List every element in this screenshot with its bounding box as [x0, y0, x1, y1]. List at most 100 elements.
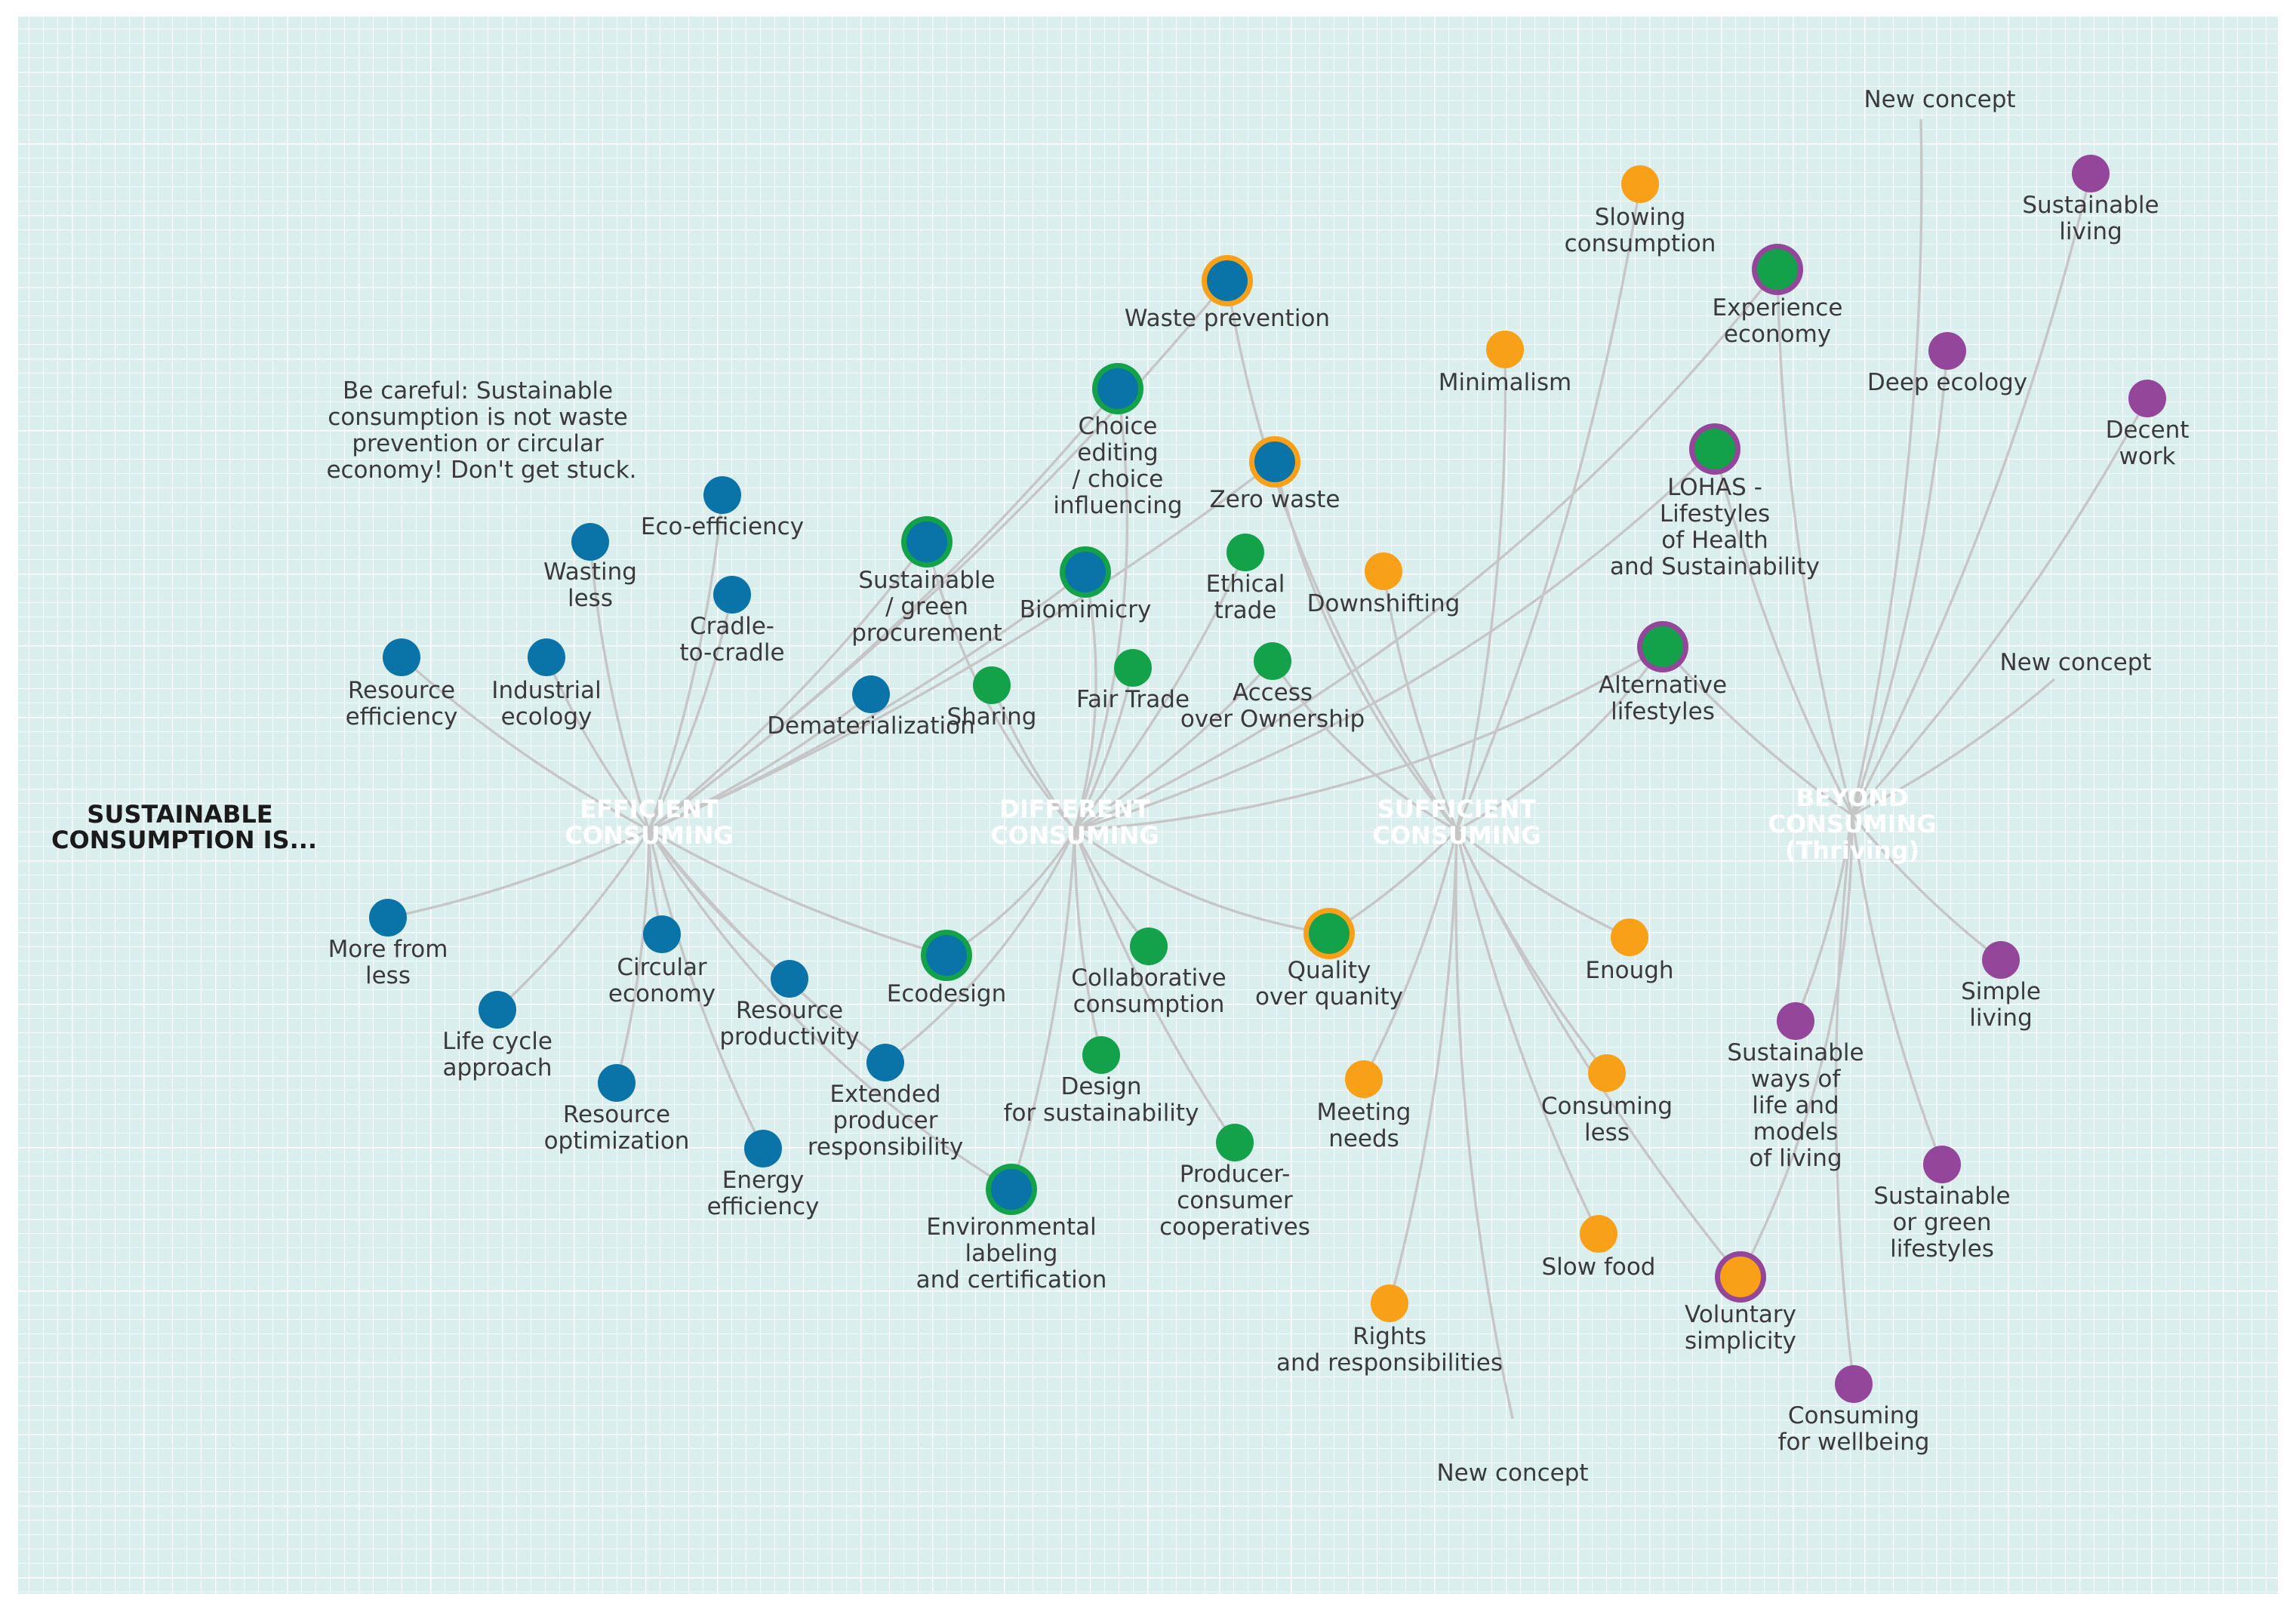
link-resource-optimization-efficient	[615, 829, 651, 1084]
link-more-from-less-efficient	[387, 829, 650, 919]
label-line: Sustainable	[1727, 1039, 1864, 1066]
node-more-from-less	[369, 899, 407, 937]
label-line: New concept	[1999, 649, 2151, 676]
label-line: economy	[1724, 321, 1831, 348]
axis-prefix-line: SUSTAINABLE	[87, 800, 272, 829]
hub-label-line: CONSUMING	[1768, 810, 1936, 838]
label-line: Sustainable	[858, 567, 995, 594]
label-line: trade	[1214, 597, 1277, 624]
label-line: to-cradle	[679, 639, 784, 666]
label-line: Experience	[1713, 294, 1843, 321]
link-wasting-less-efficient	[589, 541, 651, 831]
link-quality-over-quantity-different	[1074, 829, 1330, 935]
label-line: producer	[833, 1107, 938, 1134]
node-extended-producer	[866, 1044, 904, 1081]
link-lohas-beyond	[1713, 448, 1854, 816]
link-alternative-lifestyles-different	[1074, 645, 1664, 832]
link-alternative-lifestyles-beyond	[1661, 645, 1853, 817]
label-slow-food: Slow food	[1542, 1253, 1656, 1281]
node-enough	[1611, 918, 1648, 956]
label-line: Voluntary	[1685, 1301, 1796, 1328]
node-zero-waste	[1254, 441, 1295, 482]
label-line: Resource	[563, 1101, 670, 1128]
link-downshifting-sufficient	[1382, 571, 1458, 831]
node-consuming-for-wellbeing	[1835, 1365, 1873, 1403]
node-decent-work	[2128, 380, 2166, 417]
label-line: for sustainability	[1004, 1100, 1199, 1127]
link-biomimicry-different	[1073, 571, 1097, 831]
label-line: Enough	[1585, 957, 1673, 984]
label-line: life and	[1752, 1092, 1839, 1119]
link-sustainable-procurement-efficient	[648, 540, 928, 832]
label-line: or green	[1892, 1209, 1991, 1236]
label-line: of living	[1749, 1145, 1842, 1172]
node-fair-trade	[1114, 649, 1152, 687]
node-circular-economy	[643, 915, 681, 953]
label-line: Alternative	[1599, 672, 1727, 699]
label-line: Slow food	[1542, 1253, 1656, 1281]
link-experience-economy-beyond	[1776, 269, 1854, 816]
label-line: efficiency	[707, 1193, 820, 1220]
node-quality-over-quantity	[1309, 913, 1350, 954]
node-cradle-to-cradle	[713, 576, 751, 614]
label-line: More from	[328, 936, 448, 963]
node-minimalism	[1486, 331, 1524, 368]
label-line: Lifestyles	[1660, 500, 1770, 528]
label-line: work	[2119, 443, 2175, 470]
label-new-concept-right: New concept	[1999, 649, 2151, 676]
link-sustainable-living-beyond	[1851, 173, 2092, 816]
node-biomimicry	[1065, 552, 1106, 592]
label-line: Industrial	[491, 677, 601, 704]
label-line: New concept	[1436, 1460, 1588, 1487]
label-line: Cradle-	[690, 613, 774, 640]
link-sharing-different	[990, 684, 1076, 832]
node-industrial-ecology	[528, 638, 565, 676]
node-voluntary-simplicity	[1720, 1257, 1761, 1297]
label-line: approach	[442, 1054, 552, 1081]
node-sustainable-green-lifestyles	[1923, 1146, 1961, 1183]
label-line: procurement	[851, 620, 1002, 647]
link-producer-consumer-different	[1073, 829, 1236, 1143]
node-resource-efficiency	[383, 638, 420, 676]
node-producer-consumer	[1216, 1124, 1254, 1161]
label-line: Consuming	[1541, 1093, 1673, 1120]
label-line: ecology	[501, 703, 592, 731]
label-line: influencing	[1053, 492, 1182, 519]
label-line: Waste prevention	[1125, 305, 1330, 332]
node-design-for-sustainability	[1082, 1036, 1120, 1074]
node-life-cycle	[479, 991, 516, 1029]
node-sustainable-living	[2072, 155, 2110, 192]
label-line: Minimalism	[1439, 369, 1571, 396]
label-dematerialization: Dematerialization	[767, 712, 975, 740]
node-ethical-trade	[1226, 534, 1264, 571]
node-dematerialization	[852, 675, 890, 713]
hub-label-line: CONSUMING	[1372, 821, 1540, 850]
link-slow-food-sufficient	[1455, 829, 1600, 1235]
label-line: Decent	[2106, 417, 2190, 444]
hub-label-line: CONSUMING	[565, 821, 733, 850]
label-line: efficiency	[346, 703, 458, 731]
label-zero-waste: Zero waste	[1210, 486, 1340, 513]
label-line: Extended	[829, 1081, 940, 1108]
label-line: Sustainable	[2022, 192, 2159, 219]
connection-lines	[387, 118, 2149, 1420]
label-eco-efficiency: Eco-efficiency	[641, 513, 804, 540]
node-access-over-ownership	[1254, 642, 1291, 680]
label-downshifting: Downshifting	[1307, 590, 1460, 617]
label-line: New concept	[1864, 86, 2015, 113]
